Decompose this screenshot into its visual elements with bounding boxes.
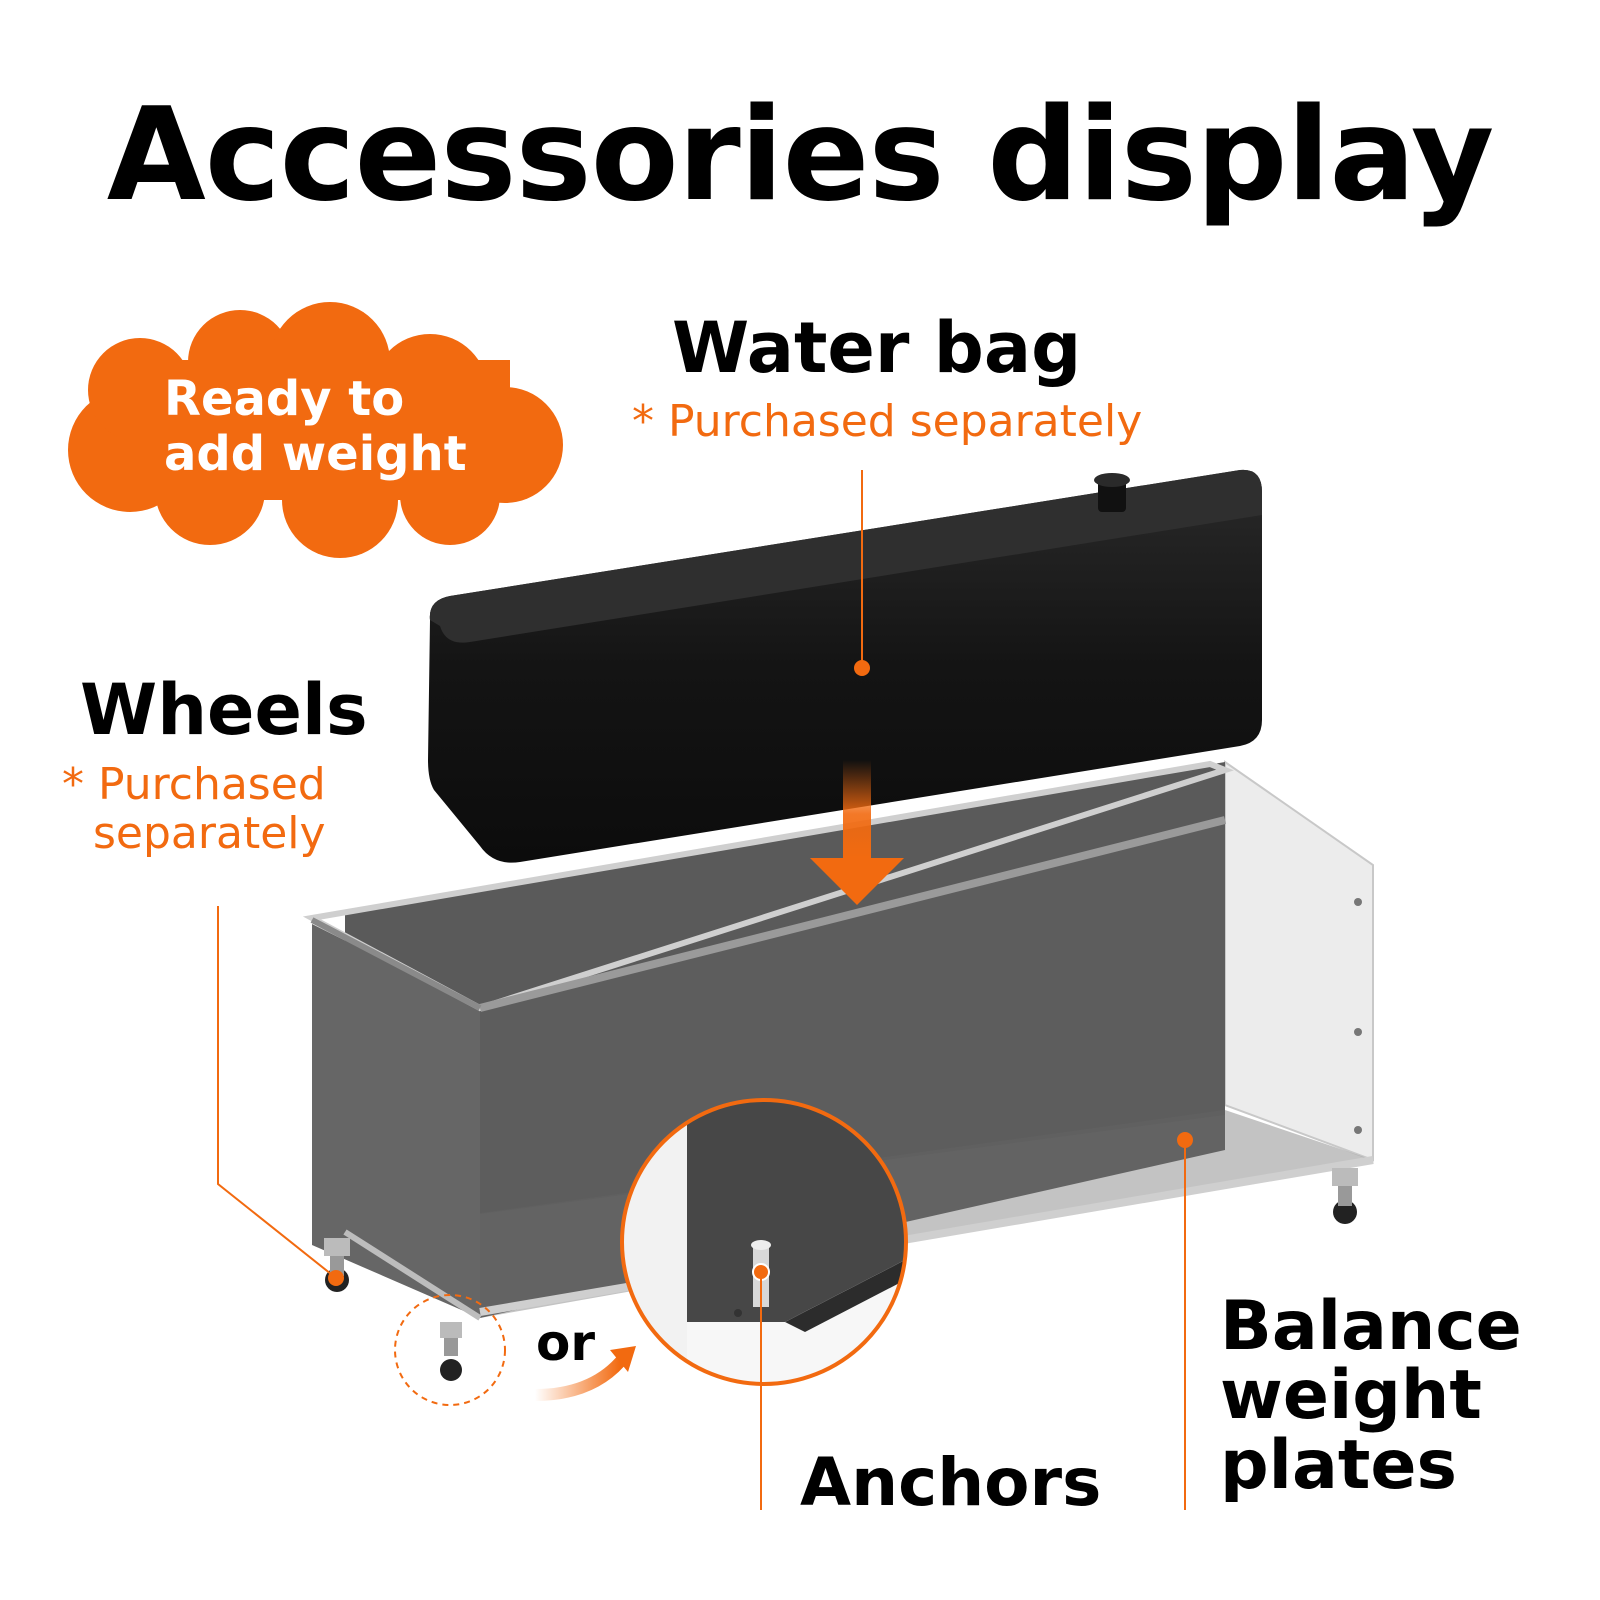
callout-lines [217,470,1186,1510]
balance-label-line1: Balance [1220,1287,1522,1366]
page-title: Accessories display [106,81,1495,230]
balance-label: Balance weight plates [1220,1292,1522,1500]
wheels-label: Wheels [80,669,368,751]
wheels-note-line2: separately [93,808,326,859]
wheels-note-line1: * Purchased [62,759,326,810]
down-arrow-icon [810,760,904,905]
ready-badge-text: Ready to add weight [164,371,494,483]
or-connector: or [536,1314,596,1372]
wheel-detail [394,1294,506,1406]
ready-badge-line2: add weight [164,426,467,483]
balance-label-line3: plates [1220,1425,1457,1505]
wheel-back-right [1332,1168,1358,1224]
balance-label-line2: weight [1220,1356,1482,1436]
anchors-label: Anchors [800,1444,1102,1521]
frame-right-panel [1224,760,1374,1162]
frame-front-panel [312,924,480,1318]
water-bag-note: * Purchased separately [632,396,1143,447]
water-bag [428,469,1262,863]
water-bag-label: Water bag [672,307,1082,389]
ready-badge-line1: Ready to [164,371,405,427]
curved-arrow-icon [529,1346,636,1401]
ready-badge-cloud [68,302,563,558]
callout-dots [328,660,1193,1286]
